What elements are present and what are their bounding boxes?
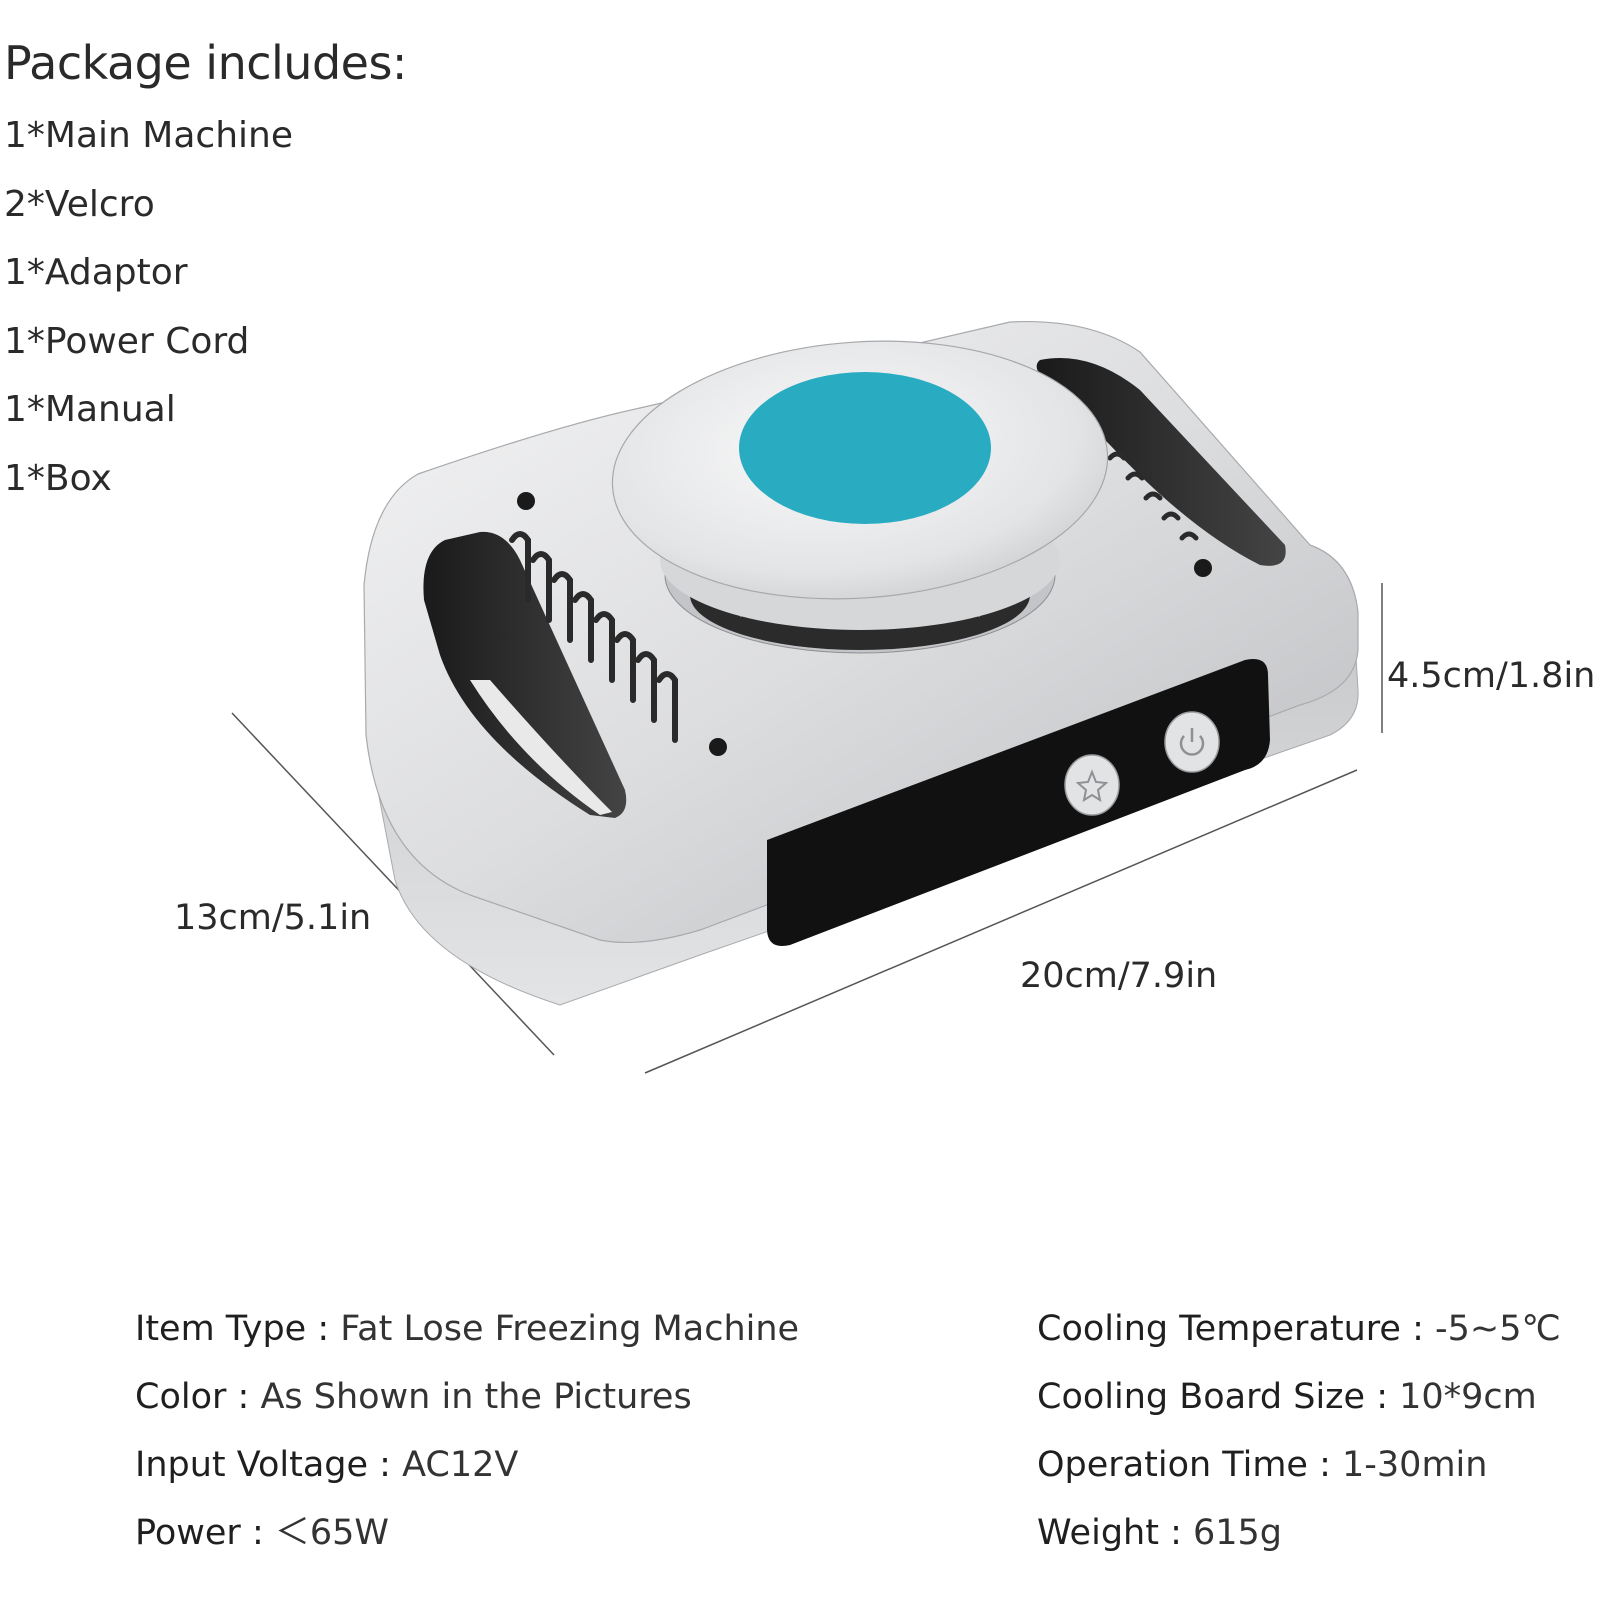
spec-key: Color — [135, 1377, 227, 1417]
specs-right: Cooling Temperature : -5~5℃ Cooling Boar… — [1037, 1305, 1561, 1577]
spec-cooling-temperature: Cooling Temperature : -5~5℃ — [1037, 1305, 1561, 1373]
spec-sep: : — [1158, 1513, 1193, 1553]
package-item: 1*Box — [4, 457, 112, 499]
spec-sep: : — [226, 1377, 261, 1417]
power-button[interactable] — [1164, 711, 1220, 773]
spec-key: Cooling Temperature — [1037, 1309, 1401, 1349]
spec-key: Weight — [1037, 1513, 1159, 1553]
left-cooling-fins — [509, 531, 678, 743]
width-label: 20cm/7.9in — [1020, 956, 1218, 996]
cooling-pad — [739, 372, 991, 524]
length-label: 13cm/5.1in — [174, 898, 372, 938]
length-dimension-line — [231, 712, 555, 1056]
spec-weight: Weight : 615g — [1037, 1509, 1561, 1577]
spec-cooling-board-size: Cooling Board Size : 10*9cm — [1037, 1373, 1561, 1441]
package-item: 1*Adaptor — [4, 252, 188, 293]
package-title: Package includes: — [4, 36, 407, 90]
spec-value: -5~5℃ — [1435, 1309, 1561, 1349]
screw-hole — [1194, 559, 1212, 577]
spec-sep: : — [1307, 1445, 1343, 1485]
spec-key: Item Type — [135, 1309, 307, 1349]
spec-sep: : — [306, 1309, 341, 1349]
left-slot-highlight — [470, 680, 612, 815]
spec-color: Color : As Shown in the Pictures — [135, 1373, 799, 1441]
star-icon — [1075, 769, 1109, 803]
spec-value: 615g — [1192, 1513, 1283, 1553]
package-item: 1*Power Cord — [4, 320, 250, 362]
spec-key: Power — [135, 1513, 241, 1553]
spec-value: 1-30min — [1342, 1445, 1488, 1485]
width-dimension-line — [644, 769, 1358, 1074]
control-panel — [767, 659, 1270, 946]
package-list: 1*Main Machine 2*Velcro 1*Adaptor 1*Powe… — [4, 112, 293, 523]
spec-sep: : — [240, 1513, 275, 1553]
spec-value: AC12V — [402, 1445, 519, 1485]
spec-key: Input Voltage — [135, 1445, 369, 1485]
spec-power: Power : ＜65W — [135, 1509, 799, 1577]
left-strap-slot — [423, 531, 627, 818]
spec-value: As Shown in the Pictures — [260, 1377, 692, 1417]
package-item: 2*Velcro — [4, 183, 155, 225]
star-button[interactable] — [1064, 754, 1120, 816]
package-item: 1*Manual — [4, 389, 176, 430]
specs-left: Item Type : Fat Lose Freezing Machine Co… — [135, 1305, 799, 1577]
spec-sep: : — [368, 1445, 403, 1485]
spec-key: Cooling Board Size — [1037, 1377, 1366, 1417]
spec-sep: : — [1400, 1309, 1435, 1349]
spec-value: 10*9cm — [1399, 1377, 1537, 1417]
spec-key: Operation Time — [1037, 1445, 1308, 1485]
spec-value: Fat Lose Freezing Machine — [340, 1309, 800, 1349]
spec-operation-time: Operation Time : 1-30min — [1037, 1441, 1561, 1509]
spec-sep: : — [1365, 1377, 1400, 1417]
power-icon — [1179, 735, 1205, 756]
spec-value: ＜65W — [274, 1513, 390, 1553]
screw-hole — [517, 492, 535, 510]
height-label: 4.5cm/1.8in — [1387, 656, 1596, 696]
right-strap-slot — [1036, 358, 1286, 566]
spec-item-type: Item Type : Fat Lose Freezing Machine — [135, 1305, 799, 1373]
spec-input-voltage: Input Voltage : AC12V — [135, 1441, 799, 1509]
package-item: 1*Main Machine — [4, 115, 293, 156]
right-cooling-fins — [1107, 451, 1199, 541]
screw-hole — [709, 738, 727, 756]
